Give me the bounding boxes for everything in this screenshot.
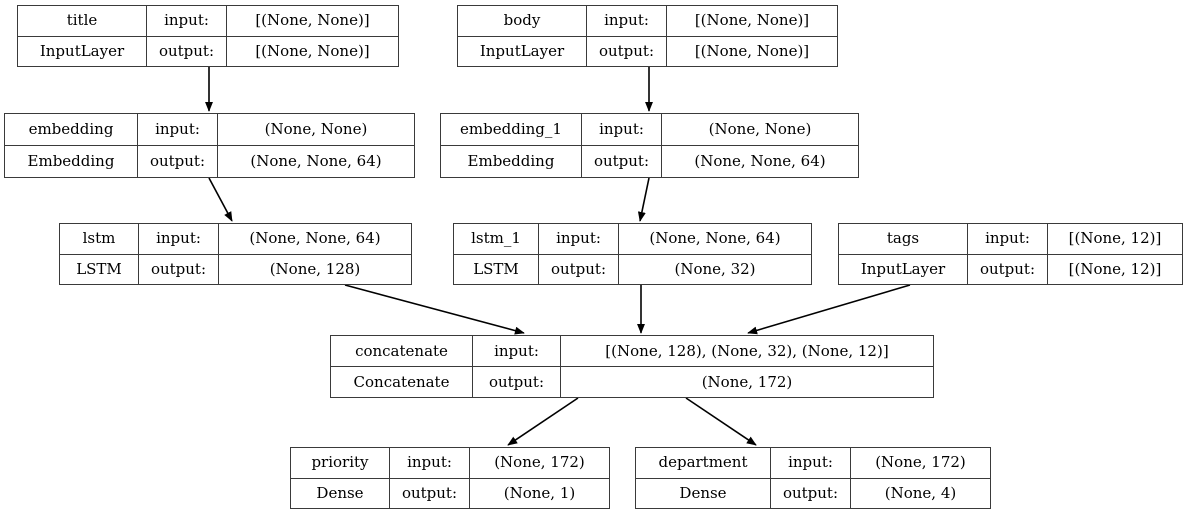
node-layer-class: InputLayer xyxy=(18,36,147,66)
node-output-label: output: xyxy=(587,36,667,66)
node-output-label: output: xyxy=(539,254,619,284)
node-layer-name: department xyxy=(636,448,771,478)
node-input-label: input: xyxy=(539,224,619,254)
node-output-shape: (None, 4) xyxy=(884,483,957,502)
node-input-shape: (None, None) xyxy=(264,120,368,138)
node-input-label: input: xyxy=(771,448,851,478)
node-output-label: output: xyxy=(771,478,851,508)
node-input-shape: [(None, 12)] xyxy=(1068,229,1162,248)
node-layer-class: Embedding xyxy=(441,146,582,177)
node-output-label: output: xyxy=(138,146,218,177)
node-input-label: input: xyxy=(147,6,227,36)
node-output-label: output: xyxy=(390,478,470,508)
node-layer-name: lstm_1 xyxy=(454,224,539,254)
edge-tags-to-concatenate xyxy=(747,284,911,335)
node-layer-name: concatenate xyxy=(331,336,473,366)
node-input-label: input: xyxy=(390,448,470,478)
node-input-label: input: xyxy=(473,336,561,366)
node-input-shape: (None, 172) xyxy=(494,453,585,472)
node-layer-class: InputLayer xyxy=(458,36,587,66)
node-layer-class: Dense xyxy=(636,478,771,508)
edge-embedding_1-to-lstm_1 xyxy=(637,177,650,222)
node-layer-class: LSTM xyxy=(454,254,539,284)
node-input-label: input: xyxy=(587,6,667,36)
node-layer-name: tags xyxy=(839,224,968,254)
node-input-shape: [(None, None)] xyxy=(255,11,370,30)
node-input-label: input: xyxy=(582,114,662,145)
node-input-shape: [(None, 128), (None, 32), (None, 12)] xyxy=(605,341,889,360)
node-output-label: output: xyxy=(139,254,219,284)
node-output-shape: (None, None, 64) xyxy=(250,152,382,170)
edge-concatenate-to-priority xyxy=(507,397,579,446)
node-input-shape: (None, None) xyxy=(708,120,812,138)
edge-embedding-to-lstm xyxy=(208,177,233,222)
edge-concatenate-to-department xyxy=(685,397,757,446)
edge-lstm-to-concatenate xyxy=(344,284,525,335)
node-output-shape: [(None, 12)] xyxy=(1068,259,1162,278)
node-layer-name: priority xyxy=(291,448,390,478)
node-input-shape: (None, None, 64) xyxy=(649,229,781,248)
node-output-shape: [(None, None)] xyxy=(694,41,810,60)
node-layer-class: Embedding xyxy=(5,146,138,177)
node-output-label: output: xyxy=(968,254,1048,284)
node-output-label: output: xyxy=(582,146,662,177)
node-input-shape: (None, None, 64) xyxy=(249,229,381,248)
node-output-label: output: xyxy=(147,36,227,66)
node-input-label: input: xyxy=(968,224,1048,254)
node-input-label: input: xyxy=(138,114,218,145)
node-output-shape: (None, None, 64) xyxy=(694,152,826,170)
node-layer-name: title xyxy=(18,6,147,36)
node-layer-class: InputLayer xyxy=(839,254,968,284)
node-input-shape: [(None, None)] xyxy=(694,11,810,30)
node-layer-name: embedding_1 xyxy=(441,114,582,145)
node-output-shape: [(None, None)] xyxy=(255,41,370,60)
node-input-label: input: xyxy=(139,224,219,254)
node-output-shape: (None, 32) xyxy=(674,259,756,278)
node-output-label: output: xyxy=(473,367,561,397)
node-input-shape: (None, 172) xyxy=(875,453,966,472)
node-layer-class: Dense xyxy=(291,478,390,508)
node-output-shape: (None, 172) xyxy=(701,372,793,391)
node-output-shape: (None, 1) xyxy=(503,483,576,502)
node-layer-class: Concatenate xyxy=(331,367,473,397)
node-layer-class: LSTM xyxy=(60,254,139,284)
node-layer-name: body xyxy=(458,6,587,36)
node-layer-name: lstm xyxy=(60,224,139,254)
node-layer-name: embedding xyxy=(5,114,138,145)
node-output-shape: (None, 128) xyxy=(269,259,361,278)
